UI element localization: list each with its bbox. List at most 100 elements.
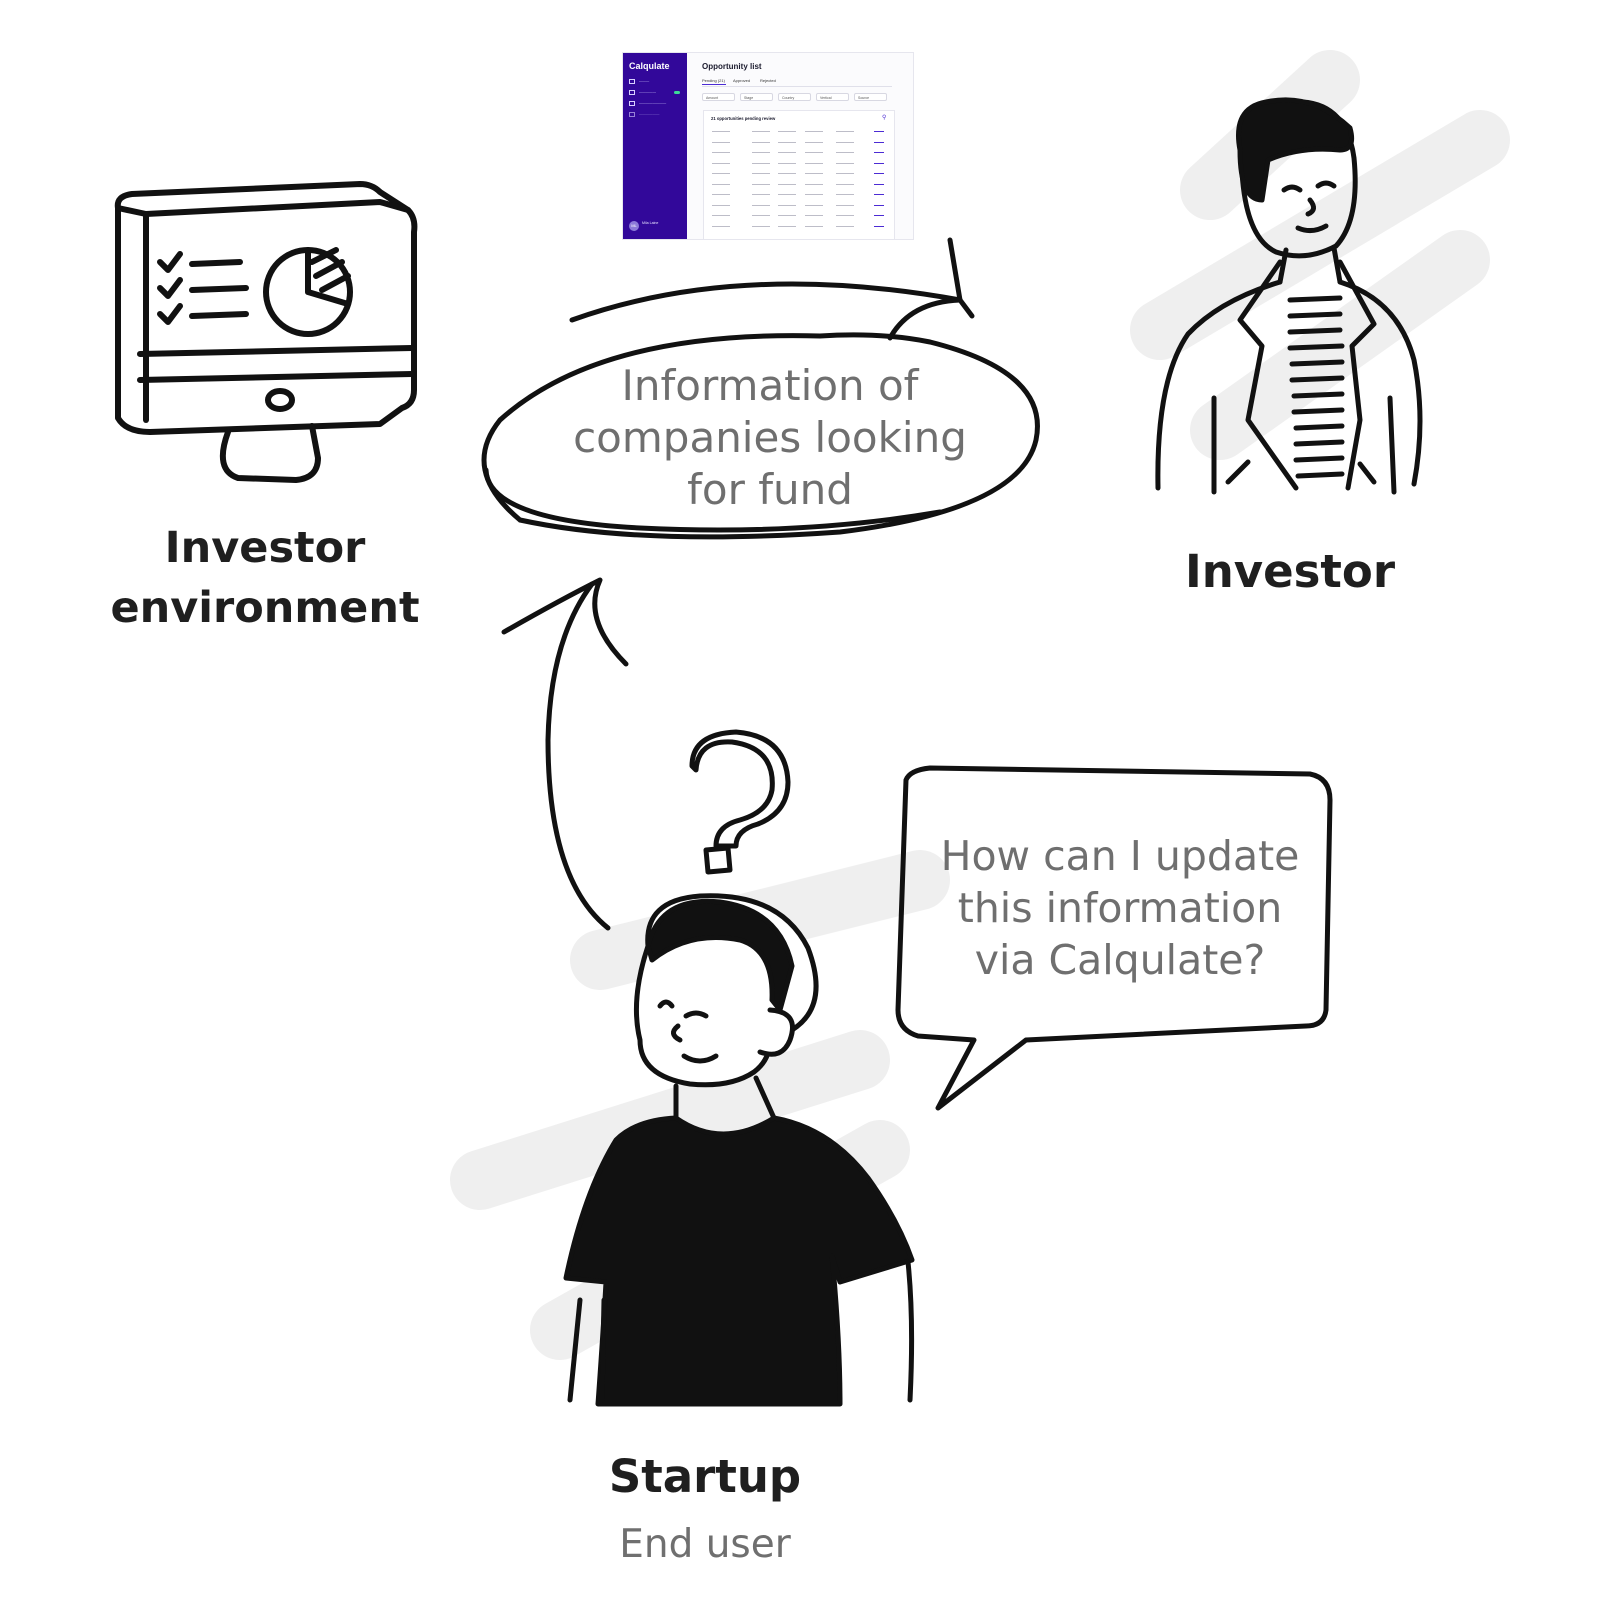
app-tab-rejected: Rejected [760, 78, 776, 83]
app-table-cell [836, 204, 854, 206]
app-progress-bar [874, 173, 884, 175]
startup-label: Startup [608, 1450, 802, 1503]
app-table-cell [836, 141, 854, 143]
app-table-cell [752, 162, 770, 164]
app-progress-bar [874, 183, 884, 185]
search-icon: ⚲ [882, 115, 887, 121]
app-table-cell [778, 215, 796, 216]
monitor-icon [114, 181, 418, 483]
investor-environment-line: environment [110, 583, 420, 633]
app-table-cell [805, 131, 823, 132]
app-nav-item: ———————— [629, 101, 666, 106]
app-table-cell [805, 162, 823, 164]
app-table-cell [836, 152, 854, 153]
app-table-cell [805, 173, 823, 174]
app-divider [702, 86, 892, 87]
app-table-cell [778, 162, 796, 164]
app-table-cell [712, 152, 730, 153]
app-progress-bar [874, 152, 884, 154]
app-table-cell [752, 131, 770, 132]
app-table-cell [778, 225, 796, 227]
app-table-cell [778, 141, 796, 143]
info-bubble-line: companies looking [573, 413, 967, 462]
app-filter: Source [854, 93, 887, 101]
app-table-cell [805, 141, 823, 143]
app-tab-pending: Pending (21) [702, 78, 725, 83]
opportunity-list-screenshot: Calqulate ——— ————— ———————— —————— ML M… [622, 52, 914, 240]
app-progress-bar [874, 215, 884, 217]
arrow-icon [501, 577, 629, 931]
app-table-cell [712, 141, 730, 143]
app-progress-bar [874, 131, 884, 133]
app-table-cell [836, 215, 854, 216]
app-progress-bar [874, 141, 884, 143]
app-title: Opportunity list [702, 62, 762, 71]
app-progress-bar [874, 204, 884, 206]
app-avatar: ML [629, 221, 639, 231]
app-table-cell [752, 215, 770, 216]
speech-bubble-text: How can I update this information via Ca… [920, 830, 1320, 986]
app-table-cell [836, 194, 854, 195]
app-filter: Stage [740, 93, 773, 101]
app-table-cell [778, 194, 796, 195]
investor-figure [1155, 97, 1423, 495]
app-sidebar: Calqulate ——— ————— ———————— —————— ML M… [623, 53, 687, 239]
app-table-cell [712, 194, 730, 195]
investor-environment-label: Investor environment [90, 518, 440, 638]
app-nav-item: ——— [629, 79, 649, 84]
app-table-cell [752, 194, 770, 195]
app-table-cell [778, 131, 796, 132]
app-table-cell [836, 183, 854, 185]
startup-figure [563, 893, 915, 1407]
app-logo: Calqulate [629, 61, 670, 71]
app-progress-bar [874, 194, 884, 196]
speech-bubble-line: via Calqulate? [974, 936, 1266, 984]
app-progress-bar [874, 162, 884, 164]
app-table-cell [752, 141, 770, 143]
app-filter: Amount [702, 93, 735, 101]
end-user-label: End user [619, 1522, 791, 1567]
app-table-cell [712, 204, 730, 206]
app-table-cell [778, 204, 796, 206]
investor-environment-line: Investor [164, 523, 366, 573]
app-filter: Country [778, 93, 811, 101]
info-bubble-outline [481, 332, 1040, 540]
info-bubble-text: Information of companies looking for fun… [520, 360, 1020, 516]
app-table-cell [752, 225, 770, 227]
app-table-cell [778, 173, 796, 174]
app-tab-underline [702, 84, 726, 85]
app-table-cell [778, 152, 796, 153]
info-bubble-line: for fund [687, 465, 853, 514]
question-mark-icon [689, 729, 791, 875]
app-table-cell [712, 225, 730, 227]
app-card-heading: 21 opportunities pending review [711, 116, 776, 121]
app-table-cell [752, 204, 770, 206]
app-user-name: Mila Laine [642, 221, 659, 225]
app-table-cell [805, 225, 823, 227]
info-bubble-line: Information of [621, 361, 919, 410]
app-toggle [674, 91, 680, 94]
app-table-cell [712, 215, 730, 216]
app-table-cell [805, 152, 823, 153]
app-table-cell [778, 183, 796, 185]
app-table-cell [805, 204, 823, 206]
app-table-cell [752, 183, 770, 185]
investor-label: Investor [1184, 545, 1396, 598]
app-table-cell [836, 162, 854, 164]
app-table-cell [805, 194, 823, 195]
app-table-cell [805, 215, 823, 216]
app-table-cell [752, 173, 770, 174]
app-table-cell [712, 183, 730, 185]
app-table-cell [712, 173, 730, 174]
arrow-icon [569, 237, 975, 341]
app-table-cell [836, 131, 854, 132]
app-table-cell [836, 173, 854, 174]
app-filter: Vertical [816, 93, 849, 101]
app-progress-bar [874, 225, 884, 227]
speech-bubble-line: this information [957, 884, 1283, 932]
app-table-cell [712, 131, 730, 132]
app-table-cell [805, 183, 823, 185]
app-tab-approved: Approved [733, 78, 751, 83]
